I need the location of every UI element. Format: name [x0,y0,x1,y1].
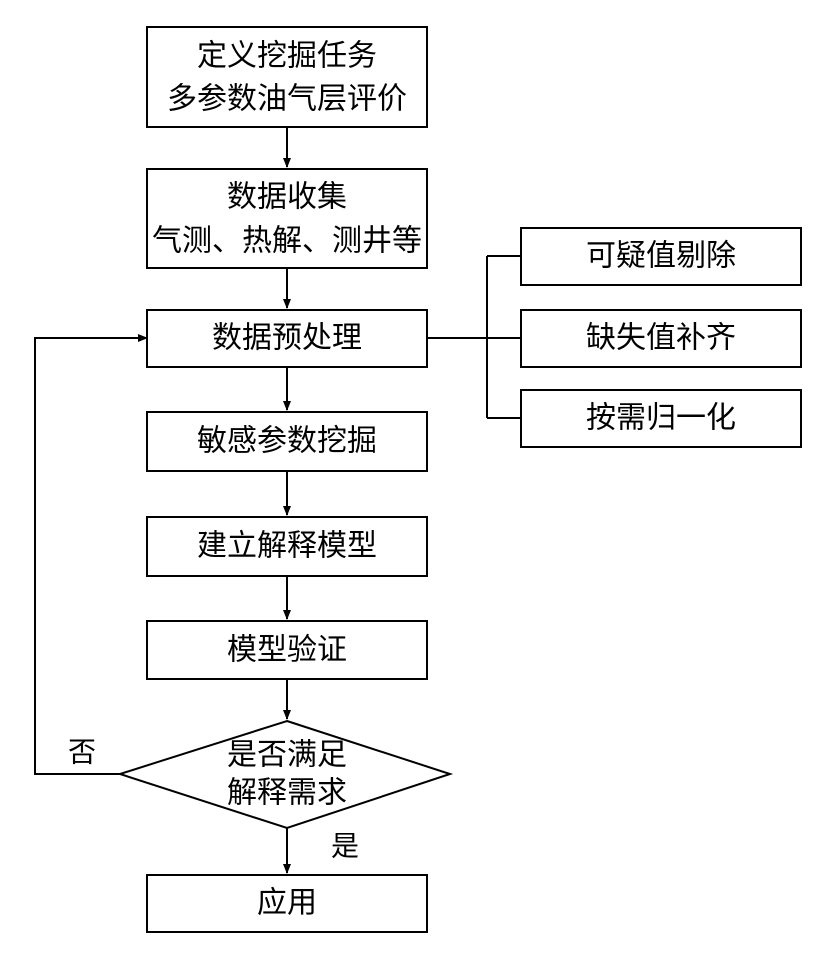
node-decision-line1: 是否满足 [227,738,347,773]
node-define-task-line2: 多参数油气层评价 [167,82,407,117]
node-preprocess: 数据预处理 [146,309,428,368]
node-build-model: 建立解释模型 [146,516,428,577]
edge-label-yes: 是 [331,830,359,863]
node-remove-suspicious-label: 可疑值剔除 [586,239,736,274]
node-build-model-label: 建立解释模型 [197,529,377,564]
node-apply: 应用 [146,874,428,933]
node-normalize-label: 按需归一化 [586,401,736,436]
node-normalize: 按需归一化 [520,389,802,448]
node-data-collection-line2: 气测、热解、测井等 [152,224,422,259]
node-apply-label: 应用 [257,886,317,921]
edge-label-no: 否 [68,736,96,769]
node-decision-line2: 解释需求 [227,776,347,811]
node-validate-model: 模型验证 [146,620,428,680]
node-fill-missing-label: 缺失值补齐 [586,321,736,356]
node-sensitive-params: 敏感参数挖掘 [146,411,428,472]
arrow-decision-no-loop [34,334,148,775]
node-fill-missing: 缺失值补齐 [520,309,802,368]
node-define-task: 定义挖掘任务 多参数油气层评价 [146,26,428,128]
node-data-collection-line1: 数据收集 [227,180,347,215]
node-preprocess-label: 数据预处理 [212,321,362,356]
node-remove-suspicious: 可疑值剔除 [520,227,802,286]
node-data-collection: 数据收集 气测、热解、测井等 [146,168,428,269]
node-sensitive-params-label: 敏感参数挖掘 [197,424,377,459]
node-define-task-line1: 定义挖掘任务 [197,39,377,74]
node-decision: 是否满足 解释需求 [116,719,454,830]
node-validate-model-label: 模型验证 [227,633,347,668]
